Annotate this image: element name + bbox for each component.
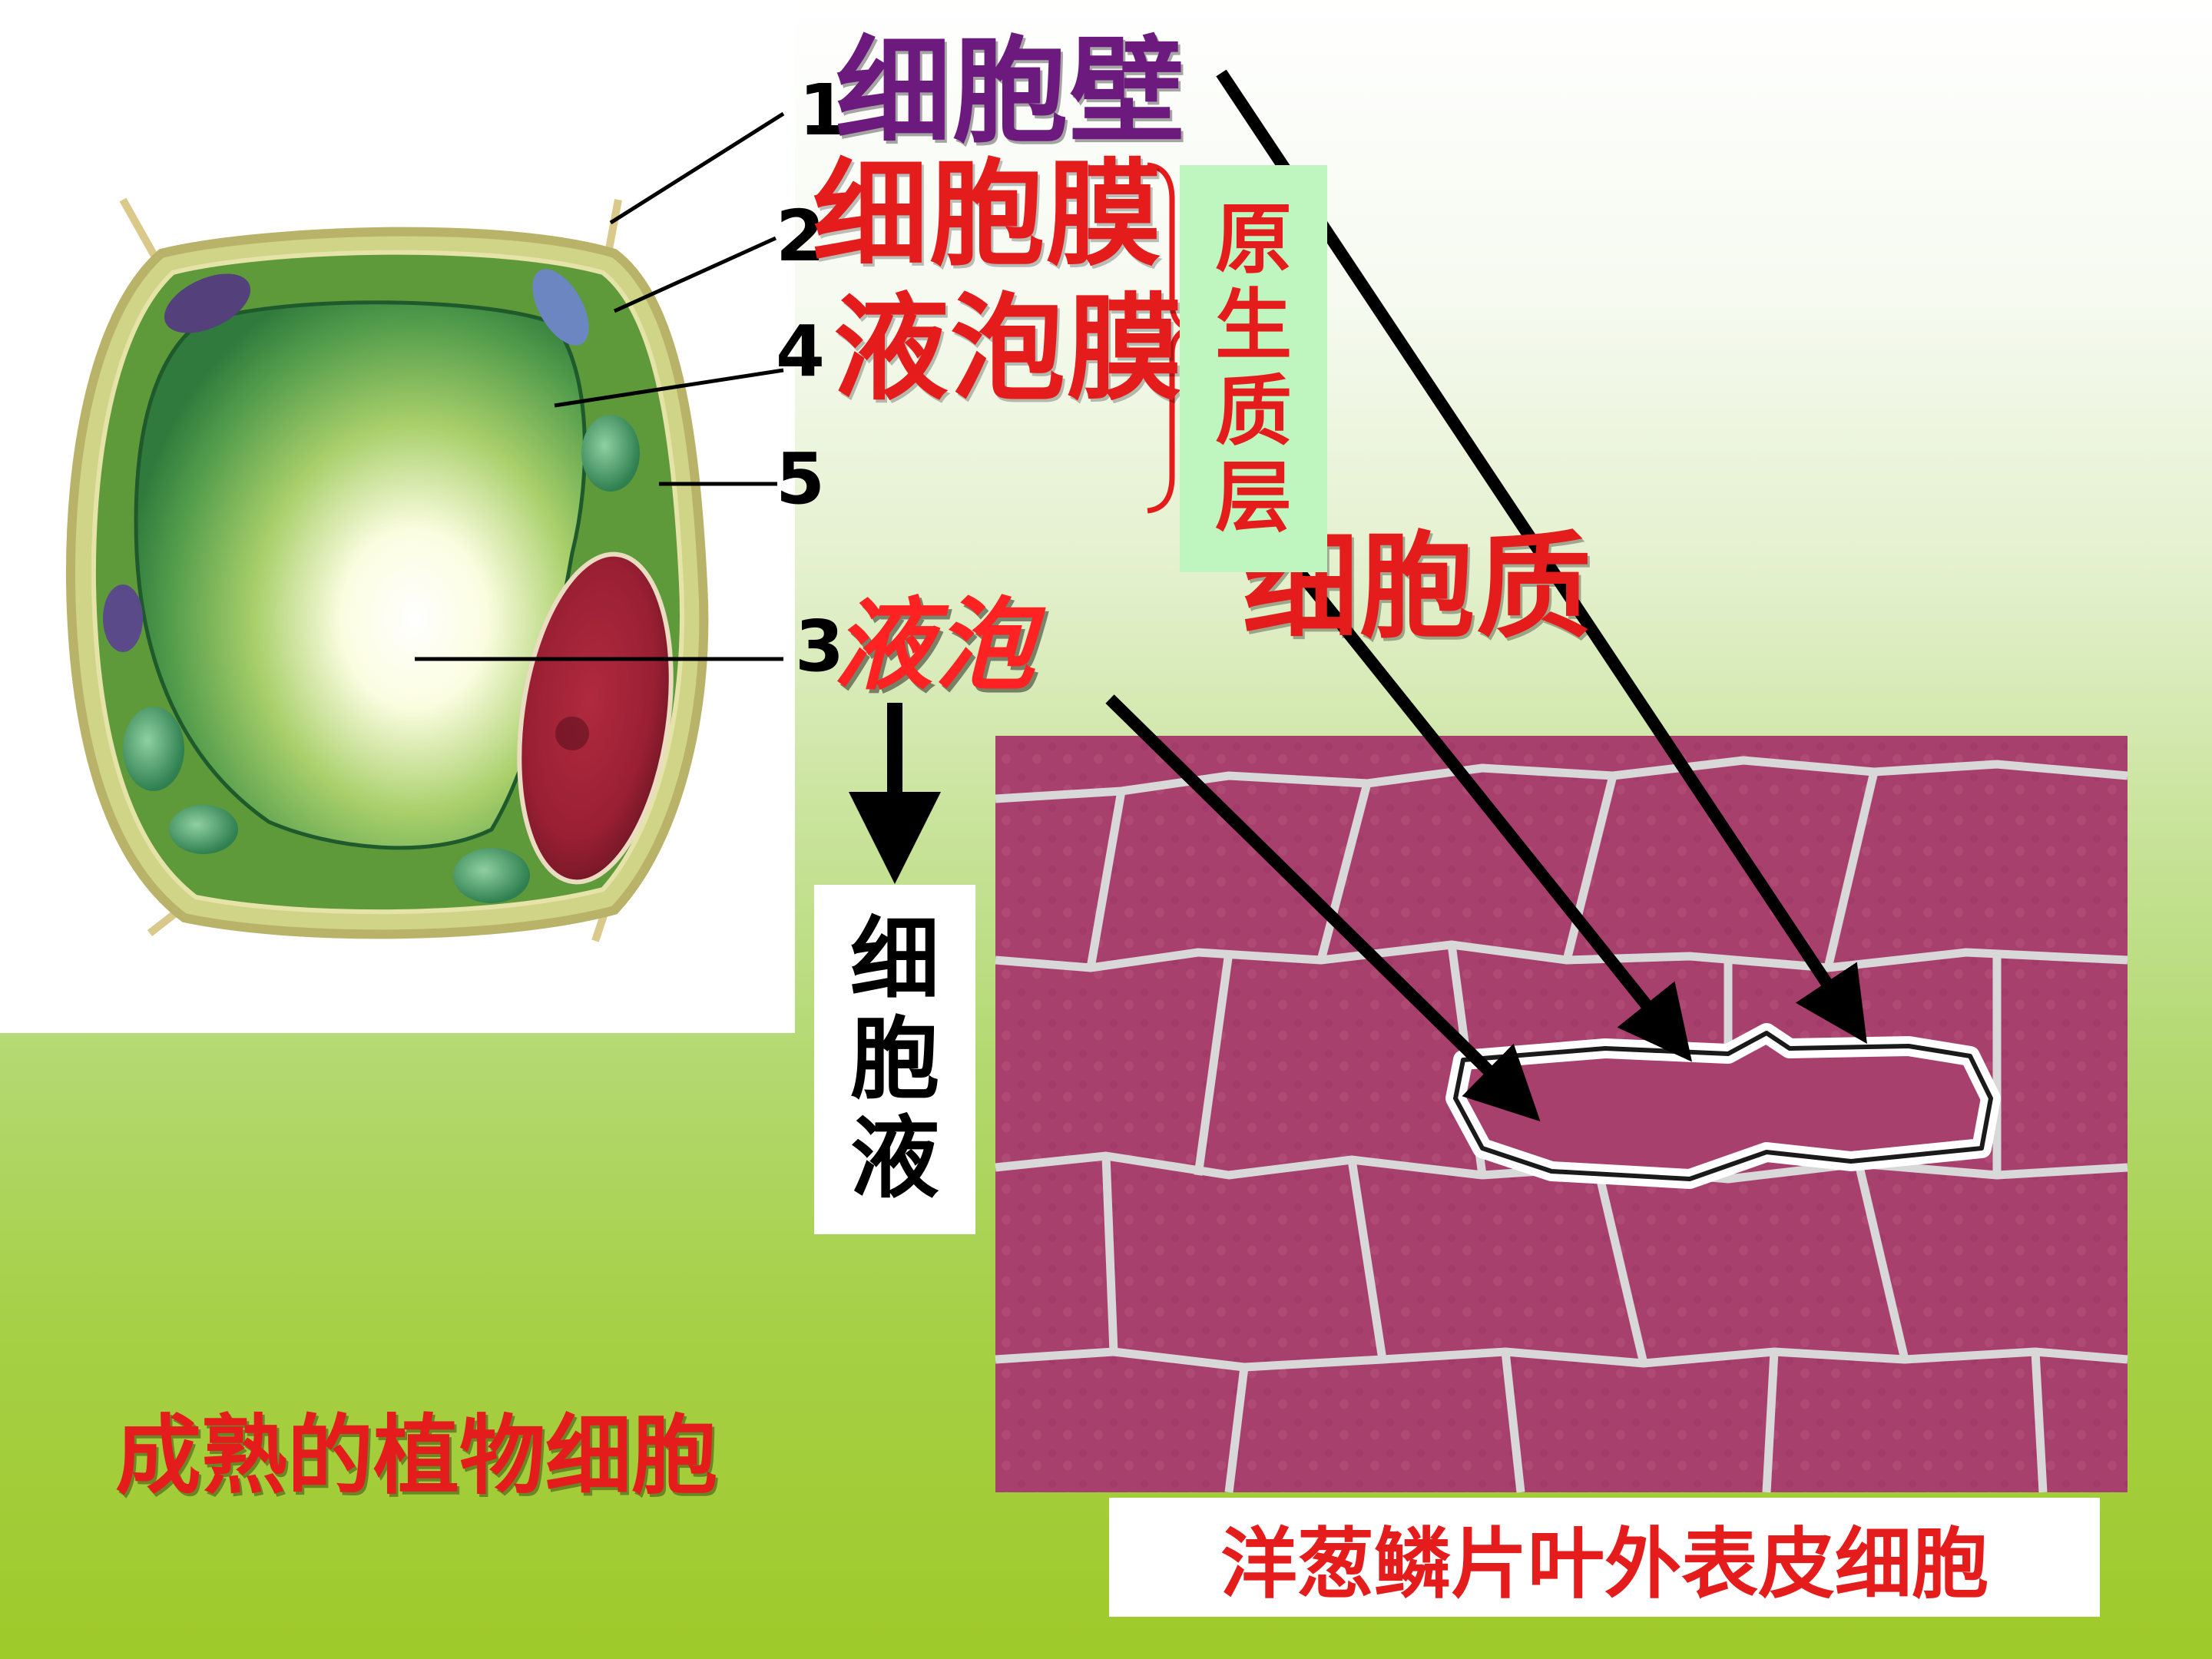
protoplast-char-4: 层 [1215, 452, 1292, 542]
title-onion-epidermis: 洋葱鳞片叶外表皮细胞 [1220, 1519, 1988, 1609]
label-vacuole: 液泡 [833, 587, 1037, 704]
onion-epidermis-photo [995, 736, 2128, 1493]
cell-sap-char-1: 细 [850, 907, 939, 1012]
leader-lines [415, 111, 785, 661]
label-number-2: 2 [776, 195, 826, 277]
label-cell-wall: 细胞壁 [836, 25, 1187, 159]
label-number-4: 4 [776, 310, 826, 392]
label-number-5: 5 [776, 438, 826, 520]
protoplast-char-1: 原 [1215, 194, 1292, 284]
label-number-1: 1 [799, 69, 849, 151]
arrow-protoplast [1254, 518, 1693, 1062]
label-cell-membrane: 细胞膜 [813, 148, 1164, 282]
protoplast-char-2: 生 [1215, 280, 1292, 370]
cell-sap-box: 细 胞 液 [814, 885, 975, 1234]
label-tonoplast: 液泡膜 [833, 283, 1184, 416]
protoplast-layer-box: 原 生 质 层 [1180, 165, 1327, 572]
cell-sap-char-3: 液 [850, 1107, 939, 1211]
arrow-vacuole [1105, 694, 1541, 1122]
cell-sap-char-2: 胞 [850, 1007, 939, 1111]
title-mature-plant-cell: 成熟的植物细胞 [115, 1406, 717, 1506]
vacuole-shape [134, 300, 587, 850]
nucleus-shape [517, 551, 674, 885]
caption-box: 洋葱鳞片叶外表皮细胞 [1109, 1498, 2100, 1617]
protoplast-char-3: 质 [1215, 366, 1292, 456]
label-number-3: 3 [795, 605, 845, 687]
plant-cell-illustration [65, 197, 709, 942]
